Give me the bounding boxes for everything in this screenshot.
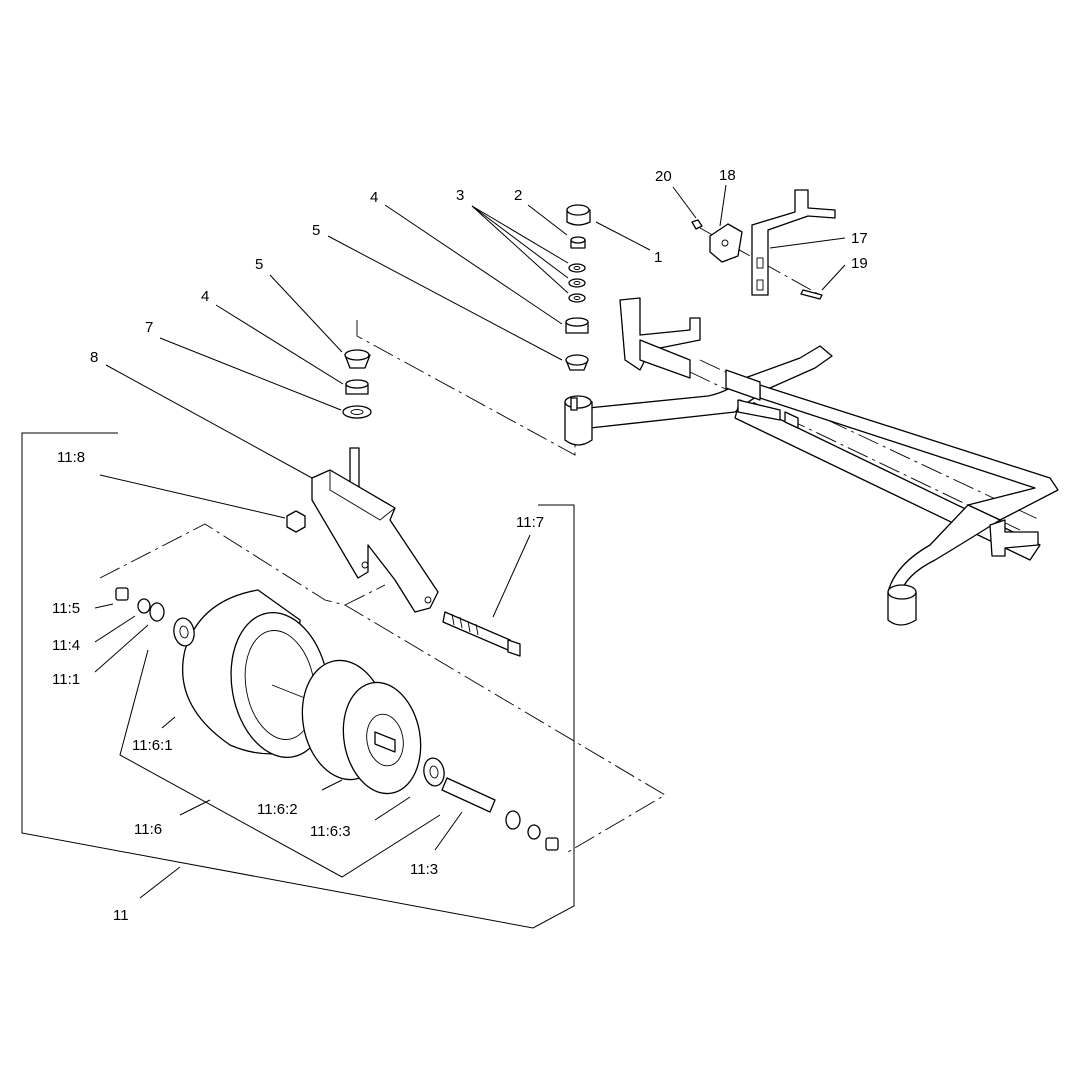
callout-5: 5 [255, 256, 263, 273]
phantom-line-bolt [344, 584, 386, 606]
callout-11-8: 11:8 [57, 449, 85, 466]
callout-19: 19 [851, 255, 868, 272]
group-11-6-bracket [119, 649, 441, 878]
phantom-line-axle [99, 523, 666, 853]
callout-11: 11 [113, 907, 129, 924]
callout-11-3: 11:3 [410, 861, 438, 878]
phantom-line-bracket [699, 227, 821, 296]
callout-20: 20 [655, 168, 672, 185]
axle-hardware [115, 510, 559, 851]
caster-frame [564, 297, 1059, 626]
callout-11-7: 11:7 [516, 514, 544, 531]
mount-bracket-assembly [691, 189, 836, 300]
callout-11-5: 11:5 [52, 600, 80, 617]
callout-11-4: 11:4 [52, 637, 80, 654]
wheel-assembly [173, 589, 445, 795]
callout-4-top: 4 [370, 189, 378, 206]
phantom-line-frame-2 [689, 371, 1021, 531]
phantom-line-spindle [356, 320, 576, 456]
callout-7: 7 [145, 319, 153, 336]
callout-11-6-3: 11:6:3 [310, 823, 351, 840]
callout-18: 18 [719, 167, 736, 184]
callout-11-1: 11:1 [52, 671, 80, 688]
callout-17: 17 [851, 230, 868, 247]
leader-lines [94, 184, 846, 899]
callout-11-6-2: 11:6:2 [257, 801, 298, 818]
caster-fork [311, 447, 439, 613]
callout-labels: 1 2 3 4 5 5 4 7 8 17 18 19 20 11:8 11:7 … [52, 167, 868, 924]
callout-1: 1 [654, 249, 662, 266]
group-11-bracket [21, 432, 575, 929]
callout-8: 8 [90, 349, 98, 366]
callout-5-top: 5 [312, 222, 320, 239]
callout-2: 2 [514, 187, 522, 204]
callout-11-6-1: 11:6:1 [132, 737, 173, 754]
callout-4: 4 [201, 288, 209, 305]
fork-hardware-stack [342, 349, 372, 419]
callout-11-6: 11:6 [134, 821, 162, 838]
callout-3: 3 [456, 187, 464, 204]
spindle-hardware-stack [565, 204, 591, 371]
